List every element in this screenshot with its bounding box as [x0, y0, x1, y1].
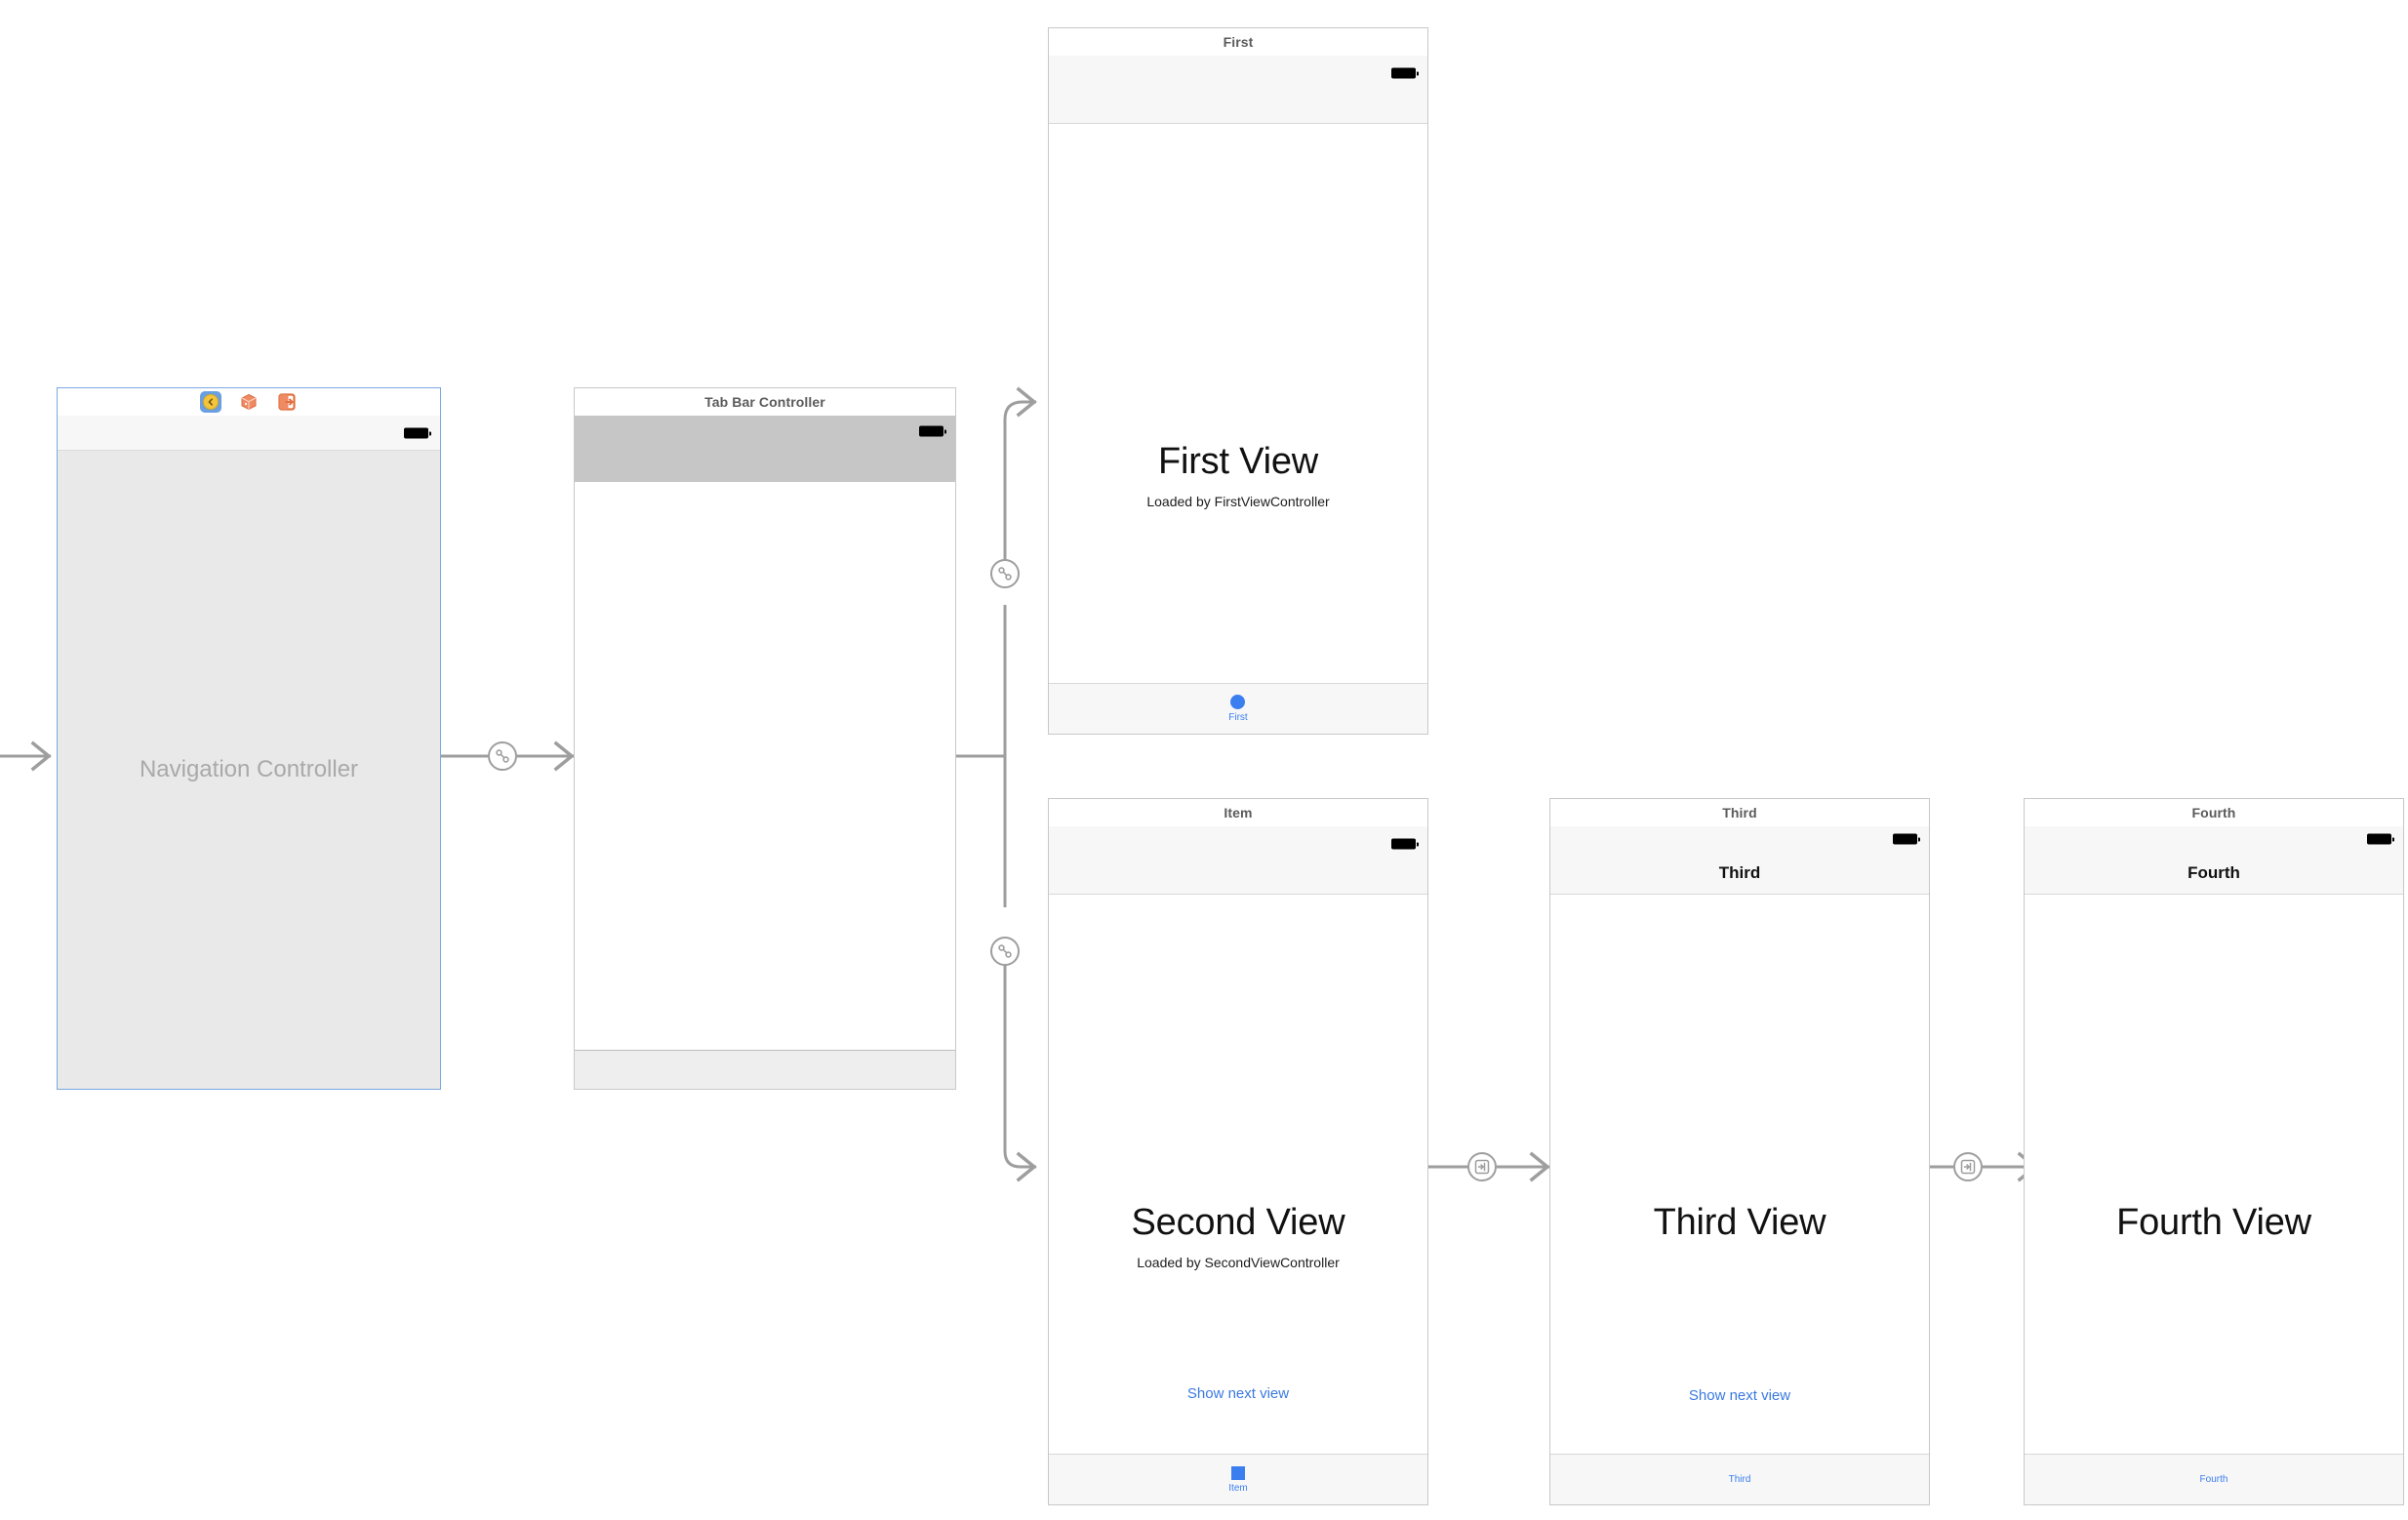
relationship-segue-icon — [998, 567, 1012, 580]
fourth-view-title: Fourth View — [2116, 1202, 2311, 1243]
tab-item-first-label: First — [1228, 712, 1248, 723]
third-tab-bar[interactable]: Third — [1550, 1454, 1929, 1504]
first-view-subtitle: Loaded by FirstViewController — [1146, 494, 1330, 509]
tab-item-third-label: Third — [1728, 1474, 1751, 1485]
tab-item-item-label: Item — [1228, 1482, 1248, 1494]
fourth-tab-bar[interactable]: Fourth — [2025, 1454, 2403, 1504]
scene-dock-navigation-controller[interactable] — [57, 387, 441, 417]
scene-first[interactable]: First First View Loaded by FirstViewCont… — [1048, 27, 1428, 735]
first-view-title: First View — [1157, 441, 1319, 482]
fourth-content-area: Fourth View Fourth — [2025, 896, 2403, 1504]
tab-item-fourth[interactable]: Fourth — [2200, 1474, 2228, 1485]
relationship-segue-icon — [998, 944, 1012, 958]
scene-title-second: Item — [1224, 805, 1253, 820]
relationship-segue-icon — [496, 749, 509, 763]
scene-title-fourth: Fourth — [2191, 805, 2236, 820]
tab-item-first[interactable]: First — [1228, 695, 1248, 723]
scene-dock-tab-bar-controller[interactable]: Tab Bar Controller — [574, 387, 956, 417]
exit-icon[interactable] — [276, 391, 298, 413]
nav-controller-status-bar — [58, 416, 440, 451]
show-segue-icon — [1960, 1159, 1976, 1175]
scene-tab-bar-controller[interactable]: Tab Bar Controller — [574, 387, 956, 1090]
fourth-nav-bar-title: Fourth — [2187, 862, 2240, 882]
scene-body-fourth[interactable]: Fourth Fourth View Fourth — [2024, 826, 2404, 1505]
scene-body-first[interactable]: First View Loaded by FirstViewController… — [1048, 56, 1428, 735]
third-content-area: Third View Show next view Third — [1550, 896, 1929, 1504]
scene-dock-third[interactable]: Third — [1549, 798, 1930, 827]
third-nav-bar[interactable]: Third — [1550, 852, 1929, 895]
view-controller-glyph — [203, 394, 219, 410]
scene-title-third: Third — [1722, 805, 1757, 820]
scene-title-first: First — [1223, 34, 1254, 50]
second-status-bar — [1049, 826, 1427, 861]
scene-body-navigation-controller[interactable]: Navigation Controller — [57, 416, 441, 1090]
second-content-area: Second View Loaded by SecondViewControll… — [1049, 896, 1427, 1504]
segue-badge-tabbar-to-second[interactable] — [990, 937, 1020, 966]
scene-dock-second[interactable]: Item — [1048, 798, 1428, 827]
scene-navigation-controller[interactable]: Navigation Controller — [57, 387, 441, 1090]
first-responder-icon[interactable] — [238, 391, 260, 413]
scene-body-third[interactable]: Third Third View Show next view Third — [1549, 826, 1930, 1505]
third-show-next-view-button[interactable]: Show next view — [1688, 1387, 1791, 1404]
show-segue-icon — [1474, 1159, 1490, 1175]
tab-item-item[interactable]: Item — [1228, 1465, 1248, 1494]
second-nav-bar — [1049, 861, 1427, 895]
circle-icon — [1230, 695, 1246, 709]
second-tab-bar[interactable]: Item — [1049, 1454, 1427, 1504]
scene-body-tab-bar-controller[interactable] — [574, 416, 956, 1090]
tab-bar-controller-status-bar — [575, 416, 955, 482]
third-nav-bar-title: Third — [1718, 862, 1761, 882]
fourth-status-bar — [2025, 826, 2403, 852]
view-controller-icon[interactable] — [200, 391, 221, 413]
first-tab-bar[interactable]: First — [1049, 683, 1427, 734]
second-show-next-view-button[interactable]: Show next view — [1186, 1385, 1290, 1402]
scene-dock-icons — [200, 391, 298, 413]
segue-badge-third-to-fourth[interactable] — [1953, 1152, 1983, 1181]
second-view-title: Second View — [1131, 1202, 1345, 1243]
tab-bar-controller-tab-bar[interactable] — [575, 1050, 955, 1089]
third-status-bar — [1550, 826, 1929, 852]
nav-controller-placeholder: Navigation Controller — [58, 451, 440, 1089]
battery-icon — [1893, 833, 1920, 845]
battery-icon — [919, 425, 946, 437]
battery-icon — [404, 427, 431, 438]
scene-second[interactable]: Item Second View Loaded by SecondViewCon… — [1048, 798, 1428, 1505]
battery-icon — [1391, 67, 1419, 79]
first-content-area: First View Loaded by FirstViewController… — [1049, 125, 1427, 734]
scene-fourth[interactable]: Fourth Fourth Fourth View Fourth — [2024, 798, 2404, 1505]
segue-badge-tabbar-to-first[interactable] — [990, 559, 1020, 588]
second-view-subtitle: Loaded by SecondViewController — [1137, 1255, 1340, 1270]
scene-dock-first[interactable]: First — [1048, 27, 1428, 57]
third-view-title: Third View — [1653, 1202, 1826, 1243]
segue-badge-nav-to-tabbar[interactable] — [488, 741, 517, 771]
battery-icon — [1391, 838, 1419, 850]
fourth-nav-bar[interactable]: Fourth — [2025, 852, 2403, 895]
scene-title-tab-bar-controller: Tab Bar Controller — [704, 394, 825, 410]
scene-dock-fourth[interactable]: Fourth — [2024, 798, 2404, 827]
square-icon — [1230, 1465, 1245, 1480]
segue-badge-second-to-third[interactable] — [1467, 1152, 1497, 1181]
tab-item-third[interactable]: Third — [1729, 1474, 1751, 1485]
battery-icon — [2367, 833, 2394, 845]
scene-third[interactable]: Third Third Third View Show next view Th… — [1549, 798, 1930, 1505]
first-status-bar — [1049, 56, 1427, 91]
nav-controller-placeholder-label: Navigation Controller — [139, 756, 359, 782]
tab-item-fourth-label: Fourth — [2199, 1474, 2228, 1485]
scene-body-second[interactable]: Second View Loaded by SecondViewControll… — [1048, 826, 1428, 1505]
first-nav-bar — [1049, 91, 1427, 124]
